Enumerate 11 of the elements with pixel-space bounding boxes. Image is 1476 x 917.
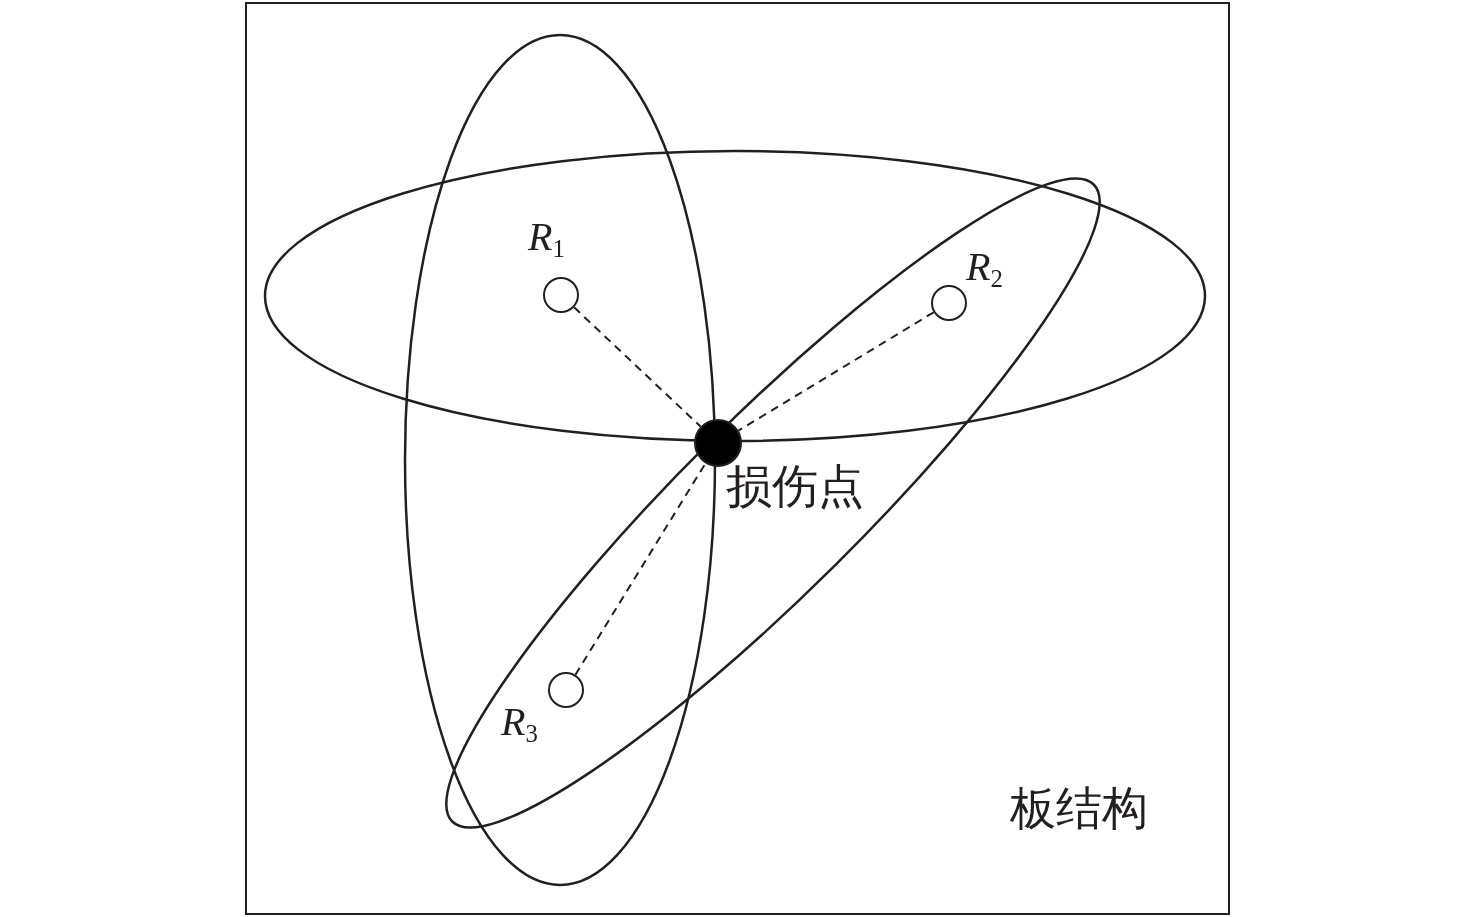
point-label: 损伤点 [726, 462, 864, 513]
point-label: R$_{1}$ [528, 215, 565, 263]
point-label: R$_{2}$ [966, 245, 1003, 293]
dashed-line [573, 306, 702, 428]
damage-point [694, 419, 742, 467]
plate-label: 板结构 [1010, 782, 1148, 836]
plate-frame [245, 2, 1230, 915]
sensor-circle [548, 672, 584, 708]
point-label: R$_{3}$ [501, 700, 538, 748]
sensor-circle [931, 285, 967, 321]
sensor-circle [543, 277, 579, 313]
